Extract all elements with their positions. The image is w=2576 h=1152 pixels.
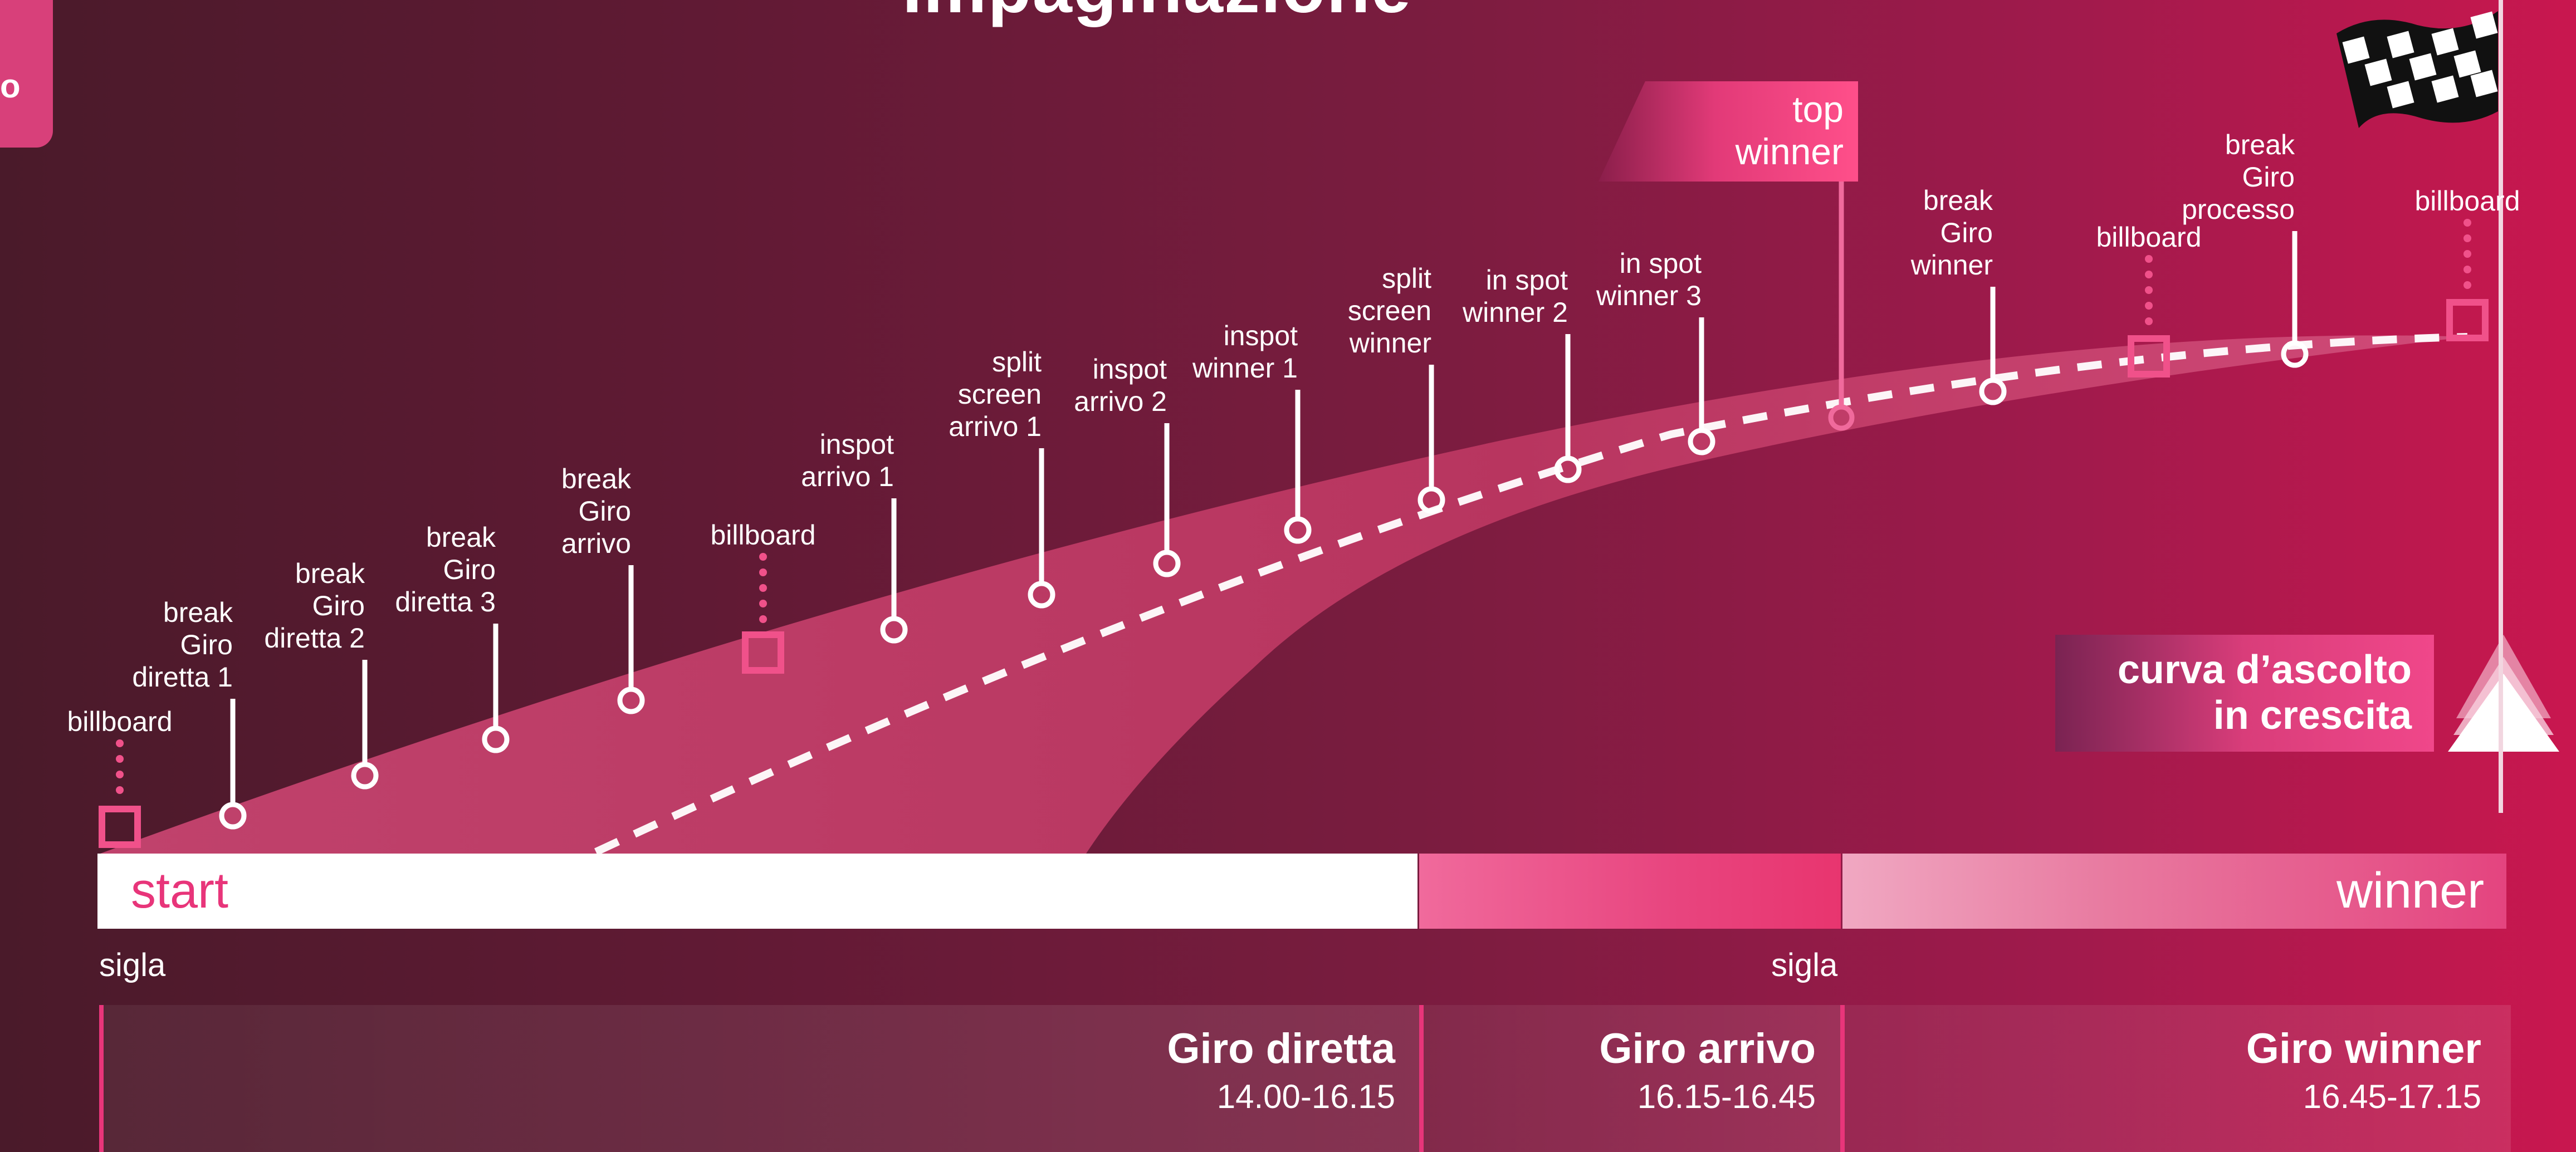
up-arrow-icon: [2448, 635, 2559, 752]
marker-label: break Giro arrivo: [561, 463, 631, 559]
segment-panel-giro-arrivo: [1419, 1005, 1840, 1152]
corner-card: o: [0, 0, 53, 148]
top-winner-pin: [1828, 404, 1855, 431]
billboard-marker: [2446, 219, 2489, 341]
curve-badge: [2055, 635, 2434, 752]
timeline-bar-start: [97, 854, 1417, 929]
pin-marker: [1028, 448, 1055, 609]
marker-label: split screen arrivo 1: [949, 346, 1042, 442]
marker-label: inspot winner 1: [1192, 320, 1298, 384]
corner-card-text: o: [0, 67, 21, 105]
pin-marker: [880, 498, 908, 644]
marker-label: billboard: [2414, 185, 2520, 217]
segment-panel-giro-diretta: [99, 1005, 1419, 1152]
marker-label: in spot winner 2: [1463, 264, 1568, 328]
finish-pole: [2499, 0, 2503, 813]
marker-layer: [99, 182, 2489, 848]
pin-marker: [617, 565, 645, 714]
segment-name: Giro winner: [2246, 1025, 2481, 1072]
timeline-bar-middle: [1419, 854, 1841, 929]
timeline-end-label: winner: [2337, 863, 2485, 919]
segment-name: Giro diretta: [1167, 1025, 1395, 1072]
road-dashed-line: [594, 333, 2468, 856]
page-title: Impaginazione: [902, 0, 1412, 29]
billboard-marker: [2128, 255, 2170, 378]
segment-time: 14.00-16.15: [1216, 1078, 1395, 1115]
marker-label: inspot arrivo 2: [1074, 354, 1167, 417]
marker-label: in spot winner 3: [1596, 248, 1702, 311]
pin-marker: [1979, 287, 2007, 405]
sigla-label-1: sigla: [99, 947, 166, 983]
top-winner-flag: [1599, 81, 1858, 182]
pin-marker: [1688, 317, 1715, 455]
pin-marker: [2281, 231, 2309, 368]
pin-marker: [1284, 390, 1312, 544]
pin-marker: [1417, 365, 1445, 514]
marker-label: billboard: [67, 706, 173, 737]
pin-marker: [1554, 334, 1582, 483]
segment-time: 16.45-17.15: [2303, 1078, 2481, 1115]
marker-label: break Giro diretta 1: [132, 597, 233, 693]
pin-marker: [351, 660, 379, 790]
marker-label: inspot arrivo 1: [801, 429, 894, 492]
marker-label: billboard: [2096, 222, 2202, 253]
billboard-marker: [99, 739, 141, 848]
marker-label: break Giro diretta 3: [395, 522, 496, 617]
pin-marker: [1153, 423, 1181, 577]
top-winner-label: top winner: [1735, 89, 1844, 172]
road-shape: [100, 335, 2467, 854]
marker-label: break Giro winner: [1910, 185, 1993, 281]
segment-name: Giro arrivo: [1599, 1025, 1816, 1072]
timeline-bar-end: [1842, 854, 2506, 929]
pin-marker: [219, 699, 247, 830]
curve-badge-label: curva d’ascolto in crescita: [2117, 648, 2412, 738]
segment-panel-giro-winner: [1840, 1005, 2511, 1152]
timeline-start-label: start: [131, 863, 229, 919]
finish-flag-icon: [2337, 11, 2498, 128]
marker-label: split screen winner: [1347, 263, 1431, 359]
marker-label: break Giro processo: [2182, 129, 2295, 225]
marker-label: break Giro diretta 2: [264, 558, 365, 654]
billboard-marker: [742, 553, 784, 674]
segment-time: 16.15-16.45: [1637, 1078, 1816, 1115]
sigla-label-2: sigla: [1771, 947, 1838, 983]
pin-marker: [482, 624, 510, 753]
marker-label: billboard: [710, 519, 816, 551]
